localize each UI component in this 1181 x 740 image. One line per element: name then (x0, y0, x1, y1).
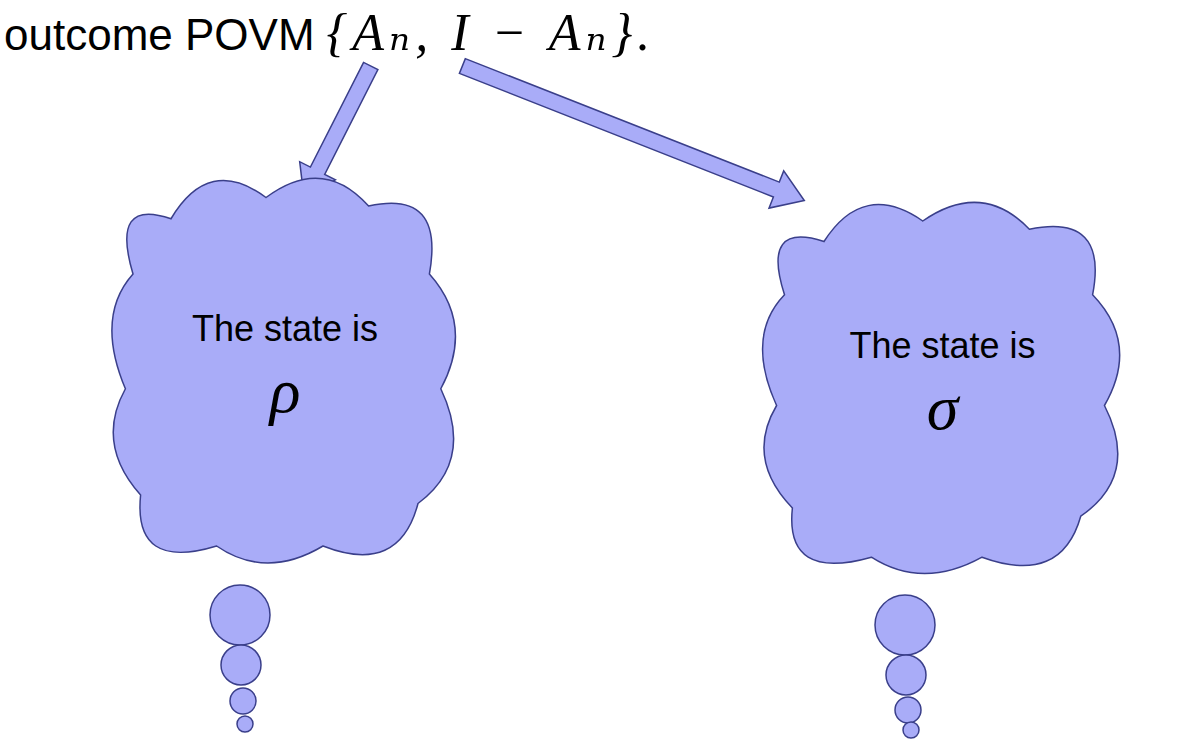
measurement-heading: outcome POVM{Aₙ, I − Aₙ}. (4, 2, 655, 62)
bubble (210, 585, 270, 645)
thought-text: The state is (849, 325, 1035, 367)
thought-cloud: The state isρ (95, 155, 475, 580)
bubble (230, 688, 256, 714)
bubble (875, 595, 935, 655)
bubble (237, 716, 253, 732)
bubble (895, 697, 921, 723)
thought-cloud: The state isσ (745, 180, 1140, 590)
thought-text: The state is (192, 308, 378, 350)
state-symbol: ρ (270, 354, 301, 428)
bubble (903, 722, 919, 738)
bubble (886, 655, 926, 695)
heading-text: outcome POVM (4, 10, 315, 59)
block-arrow (300, 62, 378, 197)
state-symbol: σ (927, 371, 959, 445)
povm-formula: {Aₙ, I − Aₙ}. (327, 4, 656, 61)
block-arrow (459, 59, 804, 209)
bubble (221, 645, 261, 685)
